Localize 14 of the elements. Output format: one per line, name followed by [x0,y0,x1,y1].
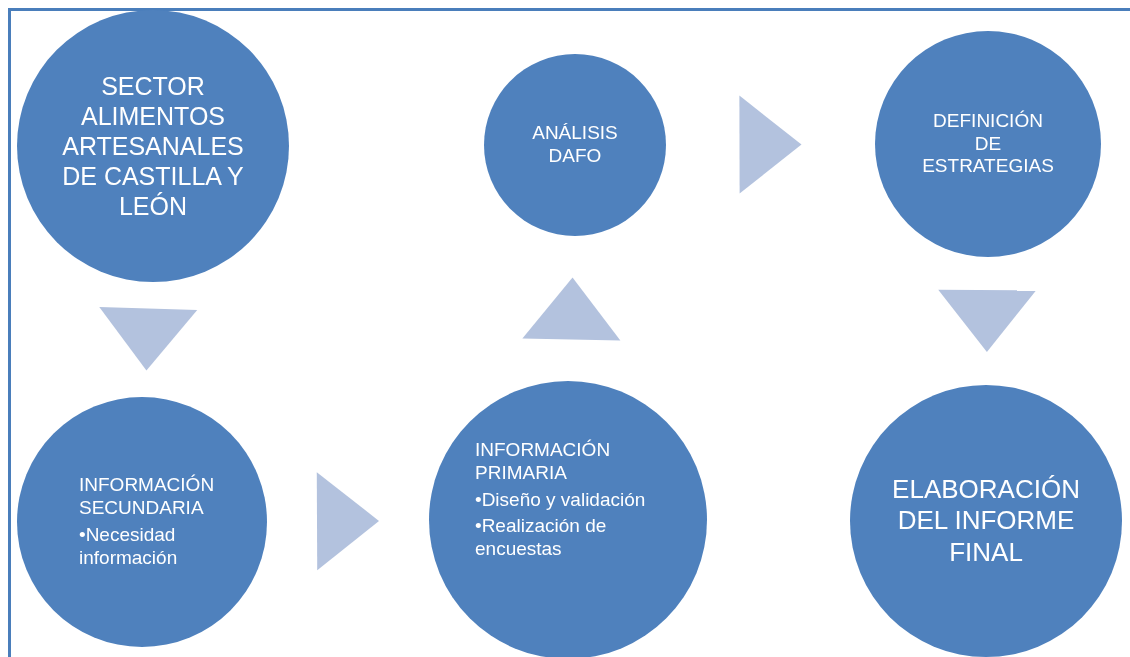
arrow [316,472,379,571]
arrow [99,307,198,371]
bullet-item: •Necesidad información [79,524,179,570]
step-label: ELABORACIÓN DEL INFORME FINAL [891,474,1081,568]
arrow [522,277,621,341]
step-label: DEFINICIÓN DE ESTRATEGIAS [921,109,1055,179]
step-label: ANÁLISIS DAFO [531,122,619,168]
bullet-item: •Realización de encuestas [475,515,608,561]
step-label: INFORMACIÓN PRIMARIA [475,439,612,485]
arrow [938,289,1037,352]
step-label: SECTOR ALIMENTOS ARTESANALES DE CASTILLA Y LEÓN [61,71,245,221]
arrow [739,95,802,194]
bullet-item: •Diseño y validación [475,488,647,512]
step-label: INFORMACIÓN SECUNDARIA [79,474,216,520]
